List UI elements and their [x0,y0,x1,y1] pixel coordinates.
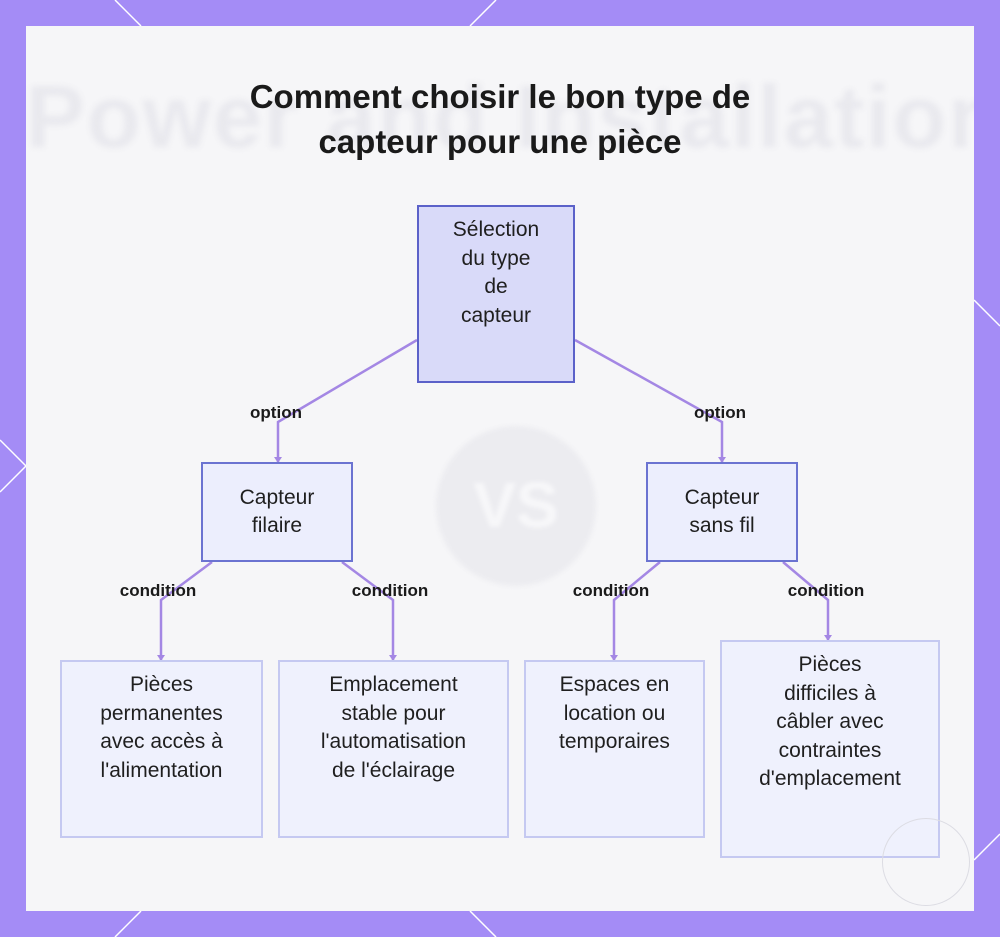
edge-label-option: option [694,403,746,422]
node-stable-location: Emplacement stable pour l'automatisation… [278,660,509,838]
node-sensor-type-selection: Sélection du type de capteur [417,205,575,383]
background-heading: Power and Installation F [26,67,974,166]
edge-label-condition: condition [572,581,650,600]
background-vs-badge: VS [436,426,596,586]
node-hard-to-wire-rooms: Pièces difficiles à câbler avec contrain… [720,640,940,858]
edge-root-wireless [574,338,724,462]
node-rental-spaces: Espaces en location ou temporaires [524,660,705,838]
edge-wired-leaf1 [159,560,213,660]
arrowhead [718,457,726,463]
edge-wireless-leaf4 [782,561,830,640]
edge-root-wired [276,338,418,462]
node-wired-sensor: Capteur filaire [201,462,353,562]
arrowhead [824,635,832,641]
diagram-title: Comment choisir le bon type de capteur p… [249,78,751,160]
node-wireless-sensor: Capteur sans fil [646,462,798,562]
edge-label-condition: condition [119,581,197,600]
edge-label-condition: condition [351,581,429,600]
edge-wireless-leaf3 [612,561,661,660]
watermark-logo [882,818,970,906]
node-permanent-rooms: Pièces permanentes avec accès à l'alimen… [60,660,263,838]
edge-wired-leaf2 [341,560,395,660]
edge-label-condition: condition [787,581,865,600]
edge-label-option: option [250,403,302,422]
arrowhead [389,655,397,661]
arrowhead [610,655,618,661]
arrowhead [274,457,282,463]
arrowhead [157,655,165,661]
